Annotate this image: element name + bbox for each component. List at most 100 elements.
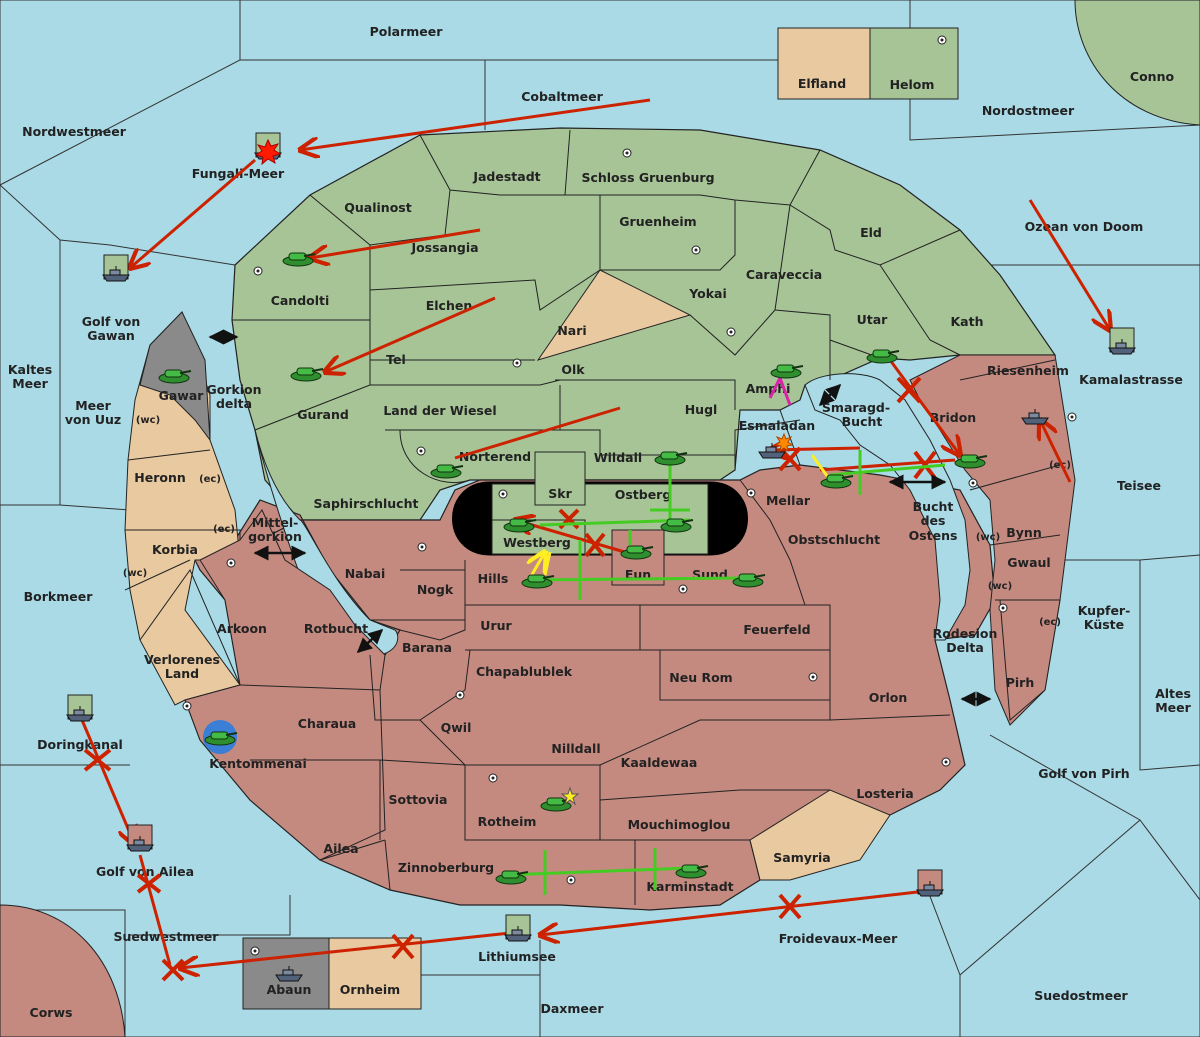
fleet-unit-icon[interactable] (504, 914, 532, 942)
label-suedostmeer: Suedostmeer (1034, 988, 1128, 1003)
fleet-unit-icon[interactable] (1108, 327, 1136, 355)
fleet-unit-icon[interactable] (66, 694, 94, 722)
label-skr: Skr (548, 486, 572, 501)
label-bridon: Bridon (930, 410, 976, 425)
move-arrow (819, 458, 956, 472)
label-nabai: Nabai (345, 566, 386, 581)
label-teisee: Teisee (1117, 478, 1161, 493)
move-arrow (80, 719, 135, 845)
star-icon (560, 786, 580, 806)
label-tel: Tel (386, 352, 406, 367)
move-arrow (515, 520, 636, 557)
label-cobaltmeer: Cobaltmeer (521, 89, 603, 104)
label-gruenheim: Gruenheim (619, 214, 696, 229)
label-samyria: Samyria (773, 850, 831, 865)
label-gawar: Gawar (159, 388, 205, 403)
label-nogk: Nogk (417, 582, 454, 597)
supply-center-icon (678, 584, 688, 594)
order-lines (80, 98, 1110, 982)
label-mellar: Mellar (766, 493, 811, 508)
label-conno: Conno (1130, 69, 1175, 84)
label-meer: Meer (12, 376, 48, 391)
label-daxmeer: Daxmeer (540, 1001, 604, 1016)
label-polarmeer: Polarmeer (370, 24, 444, 39)
label-amphi: Amphi (746, 381, 791, 396)
label-jadestadt: Jadestadt (472, 169, 540, 184)
supply-center-icon (416, 446, 426, 456)
label-charaua: Charaua (298, 716, 356, 731)
move-arrow (454, 406, 621, 460)
label-esmaladan: Esmaladan (739, 418, 815, 433)
label-wc: (wc) (136, 415, 160, 426)
army-unit-icon[interactable] (203, 720, 238, 754)
region-elfland[interactable] (777, 27, 871, 100)
label-karminstadt: Karminstadt (646, 879, 733, 894)
move-arrow (310, 228, 481, 258)
label-feuerfeld: Feuerfeld (743, 622, 810, 637)
move-arrow (888, 359, 960, 455)
supply-center-icon (1067, 412, 1077, 422)
label-ostberg: Ostberg (615, 487, 672, 502)
supply-center-icon (417, 542, 427, 552)
label-bucht-des: Bucht (913, 499, 954, 514)
label-kueste: Küste (1084, 617, 1124, 632)
label-kath: Kath (951, 314, 984, 329)
label-schloss-gruenburg: Schloss Gruenburg (581, 170, 714, 185)
supply-center-icon (808, 672, 818, 682)
label-qualinost: Qualinost (344, 200, 411, 215)
label-olk: Olk (561, 362, 585, 377)
label-gwaul: Gwaul (1007, 555, 1050, 570)
label-arkoon: Arkoon (217, 621, 267, 636)
fleet-unit-icon[interactable] (102, 254, 130, 282)
label-ostens: Ostens (909, 528, 958, 543)
label-golf-von-pirh: Golf von Pirh (1038, 766, 1129, 781)
label-mouchimoglou: Mouchimoglou (628, 817, 731, 832)
label-heronn: Heronn (134, 470, 186, 485)
label-bynn: Bynn (1006, 525, 1041, 540)
label-obstschlucht: Obstschlucht (788, 532, 880, 547)
label-golf-von: Golf von (82, 314, 141, 329)
supply-center-icon (250, 946, 260, 956)
label-kaaldewaa: Kaaldewaa (621, 755, 698, 770)
move-arrow (770, 448, 861, 450)
label-nordwestmeer: Nordwestmeer (22, 124, 127, 139)
label-qwil: Qwil (441, 720, 472, 735)
supply-center-icon (498, 489, 508, 499)
label-meer2: Meer (75, 398, 111, 413)
move-arrow (300, 98, 651, 150)
label-jossangia: Jossangia (410, 240, 478, 255)
label-urur: Urur (480, 618, 512, 633)
province-borders (232, 129, 1061, 905)
supply-center-icon (691, 245, 701, 255)
supply-center-icon (512, 358, 522, 368)
coast-code: (ec) (1039, 617, 1061, 628)
label-mittel: Mittel- (252, 515, 299, 530)
label-suedwestmeer: Suedwestmeer (114, 929, 220, 944)
label-utar: Utar (857, 312, 889, 327)
supply-center-icon (226, 558, 236, 568)
label-delta: delta (216, 396, 252, 411)
region-conno[interactable] (1074, 0, 1200, 126)
region-corws[interactable] (0, 904, 126, 1037)
move-arrow (1028, 199, 1110, 330)
label-smaragd: Smaragd- (822, 400, 890, 415)
label-altes: Altes (1155, 686, 1191, 701)
fleet-unit-icon[interactable] (916, 869, 944, 897)
label-gawan: Gawan (87, 328, 135, 343)
region-nari[interactable] (536, 269, 692, 361)
label-gorkion: Gorkion (206, 382, 261, 397)
supply-center-icon (622, 148, 632, 158)
move-arrow (130, 158, 256, 268)
coast-code: (ec) (1049, 460, 1071, 471)
supply-center-icon (941, 757, 951, 767)
coast-code: (ec) (213, 524, 235, 535)
supply-center-icon (998, 603, 1008, 613)
label-yokai: Yokai (688, 286, 727, 301)
label-orlon: Orlon (869, 690, 908, 705)
label-gorkion2: gorkion (248, 529, 302, 544)
label-riesenheim: Riesenheim (987, 363, 1069, 378)
fleet-unit-icon[interactable] (126, 824, 154, 852)
